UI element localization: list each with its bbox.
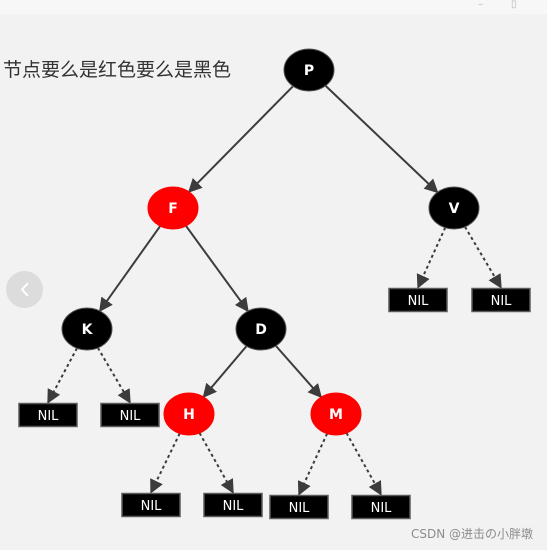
nil-h-right: NIL (203, 492, 263, 518)
nil-v-left: NIL (388, 287, 448, 313)
tree-node-p: P (283, 48, 335, 92)
nil-m-right: NIL (351, 494, 411, 520)
edge-h-nil-h-right (198, 432, 234, 494)
nil-box (18, 402, 78, 428)
chevron-left-icon (20, 282, 29, 297)
nil-h-left: NIL (121, 492, 181, 518)
node-circle-black (283, 48, 335, 92)
edge-f-k (99, 225, 161, 313)
nil-label: NIL (223, 499, 245, 514)
tree-node-h: H (163, 392, 215, 436)
edge-p-v (324, 85, 439, 194)
edge-v-nil-v-left (416, 227, 447, 289)
nil-label: NIL (371, 501, 393, 516)
nil-box (121, 492, 181, 518)
slide-heading: 节点要么是红色要么是黑色 (3, 59, 232, 81)
node-circle-red (147, 186, 199, 230)
node-label: V (449, 201, 460, 217)
minimize-icon[interactable]: – (478, 0, 483, 10)
node-label: F (168, 201, 178, 217)
edge-f-d (185, 225, 249, 313)
nil-v-right: NIL (471, 287, 531, 313)
tree-node-v: V (428, 186, 480, 230)
node-label: M (329, 407, 343, 423)
edge-m-nil-m-right (345, 432, 382, 496)
node-circle-black (235, 307, 287, 351)
nil-label: NIL (408, 294, 430, 309)
nil-label: NIL (38, 409, 60, 424)
nil-k-right: NIL (100, 402, 160, 428)
tree-node-m: M (310, 392, 362, 436)
node-label: D (255, 322, 267, 338)
nil-label: NIL (289, 501, 311, 516)
edge-d-h (202, 345, 248, 398)
nil-k-left: NIL (18, 402, 78, 428)
csdn-watermark: CSDN @进击の小胖墩 (410, 527, 533, 541)
edge-k-nil-k-left (47, 347, 78, 404)
nil-box (203, 492, 263, 518)
nil-box (351, 494, 411, 520)
nil-label: NIL (141, 499, 163, 514)
nil-m-left: NIL (269, 494, 329, 520)
nil-box (269, 494, 329, 520)
nil-box (471, 287, 531, 313)
edge-v-nil-v-right (464, 226, 502, 289)
window-titlebar: – ▯ (0, 0, 547, 14)
tree-node-d: D (235, 307, 287, 351)
maximize-icon[interactable]: ▯ (511, 0, 517, 10)
nil-label: NIL (491, 294, 513, 309)
node-label: H (183, 407, 195, 423)
node-label: P (304, 63, 314, 79)
edge-h-nil-h-left (150, 433, 181, 494)
node-circle-black (61, 307, 113, 351)
edge-m-nil-m-left (297, 433, 329, 496)
edge-k-nil-k-right (97, 347, 131, 404)
edge-d-m (275, 345, 323, 399)
nil-box (100, 402, 160, 428)
tree-node-k: K (61, 307, 113, 351)
node-circle-red (310, 392, 362, 436)
tree-node-f: F (147, 186, 199, 230)
carousel-prev-button[interactable] (6, 271, 43, 308)
nil-box (388, 287, 448, 313)
node-circle-red (163, 392, 215, 436)
nil-label: NIL (120, 409, 142, 424)
node-circle-black (428, 186, 480, 230)
edge-p-f (187, 85, 294, 193)
node-label: K (82, 322, 94, 338)
